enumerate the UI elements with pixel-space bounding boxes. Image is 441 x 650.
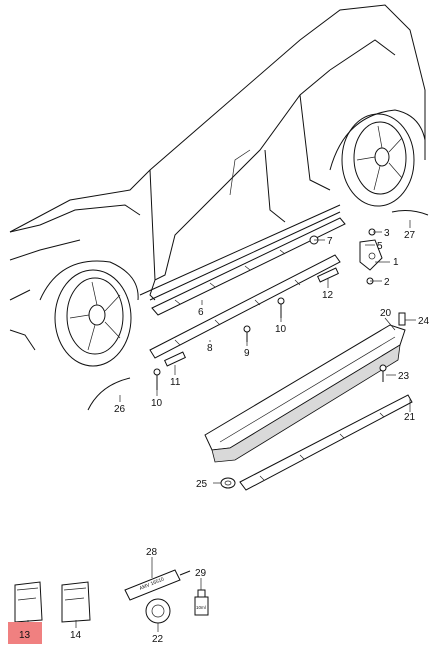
adhesive-tube-part-28: AMV 16510 xyxy=(124,569,191,601)
bag-part-14 xyxy=(61,581,91,623)
callout-6: 6 xyxy=(198,307,204,318)
bottle-part-29: 10ml xyxy=(194,589,209,616)
screw-part-10a xyxy=(277,297,285,318)
screw-part-9 xyxy=(243,325,251,342)
callout-7: 7 xyxy=(327,236,333,247)
callout-22: 22 xyxy=(152,634,164,645)
leader-lines xyxy=(27,220,416,632)
bottle-label: 10ml xyxy=(196,605,206,610)
front-wheel xyxy=(54,269,132,367)
callout-2: 2 xyxy=(384,277,390,288)
highlight-box-13 xyxy=(8,622,42,644)
grommet-part-25 xyxy=(220,477,236,489)
screw-part-10b xyxy=(153,368,161,390)
sill-rail-upper xyxy=(151,217,346,316)
bag-part-13 xyxy=(14,581,43,623)
callout-24: 24 xyxy=(418,316,430,327)
bracket-part-1 xyxy=(359,239,383,271)
tape-roll-part-22 xyxy=(145,598,171,624)
wheel-arch-trim-rear xyxy=(391,210,429,216)
sill-rail-lower xyxy=(149,254,341,359)
callout-12: 12 xyxy=(322,290,334,301)
callout-13: 13 xyxy=(19,630,31,641)
callout-21: 21 xyxy=(404,412,416,423)
callout-5: 5 xyxy=(377,241,383,252)
callout-9: 9 xyxy=(244,348,250,359)
callout-25: 25 xyxy=(196,479,208,490)
callout-10b: 10 xyxy=(151,398,163,409)
side-skirt-part-20 xyxy=(204,324,406,463)
callout-29: 29 xyxy=(195,568,207,579)
clip-part-11 xyxy=(164,351,186,367)
side-skirt-trim-part-21 xyxy=(239,394,413,491)
callout-3: 3 xyxy=(384,228,390,239)
callout-20: 20 xyxy=(380,308,392,319)
screw-part-23 xyxy=(379,364,387,382)
callout-1: 1 xyxy=(393,257,399,268)
callout-labels: 1 2 3 5 6 7 8 9 10 10 11 12 26 27 20 24 … xyxy=(19,228,430,645)
callout-11: 11 xyxy=(170,377,181,388)
vehicle-body xyxy=(9,4,426,351)
callout-10a: 10 xyxy=(275,324,287,335)
callout-26: 26 xyxy=(114,404,126,415)
callout-23: 23 xyxy=(398,371,410,382)
pin-part-24 xyxy=(398,312,406,326)
clip-part-12 xyxy=(317,267,339,283)
wheel-arch-trim-front xyxy=(87,377,131,411)
callout-27: 27 xyxy=(404,230,416,241)
callout-8: 8 xyxy=(207,343,213,354)
callout-28: 28 xyxy=(146,547,158,558)
callout-14: 14 xyxy=(70,630,82,641)
rear-wheel xyxy=(341,113,415,207)
